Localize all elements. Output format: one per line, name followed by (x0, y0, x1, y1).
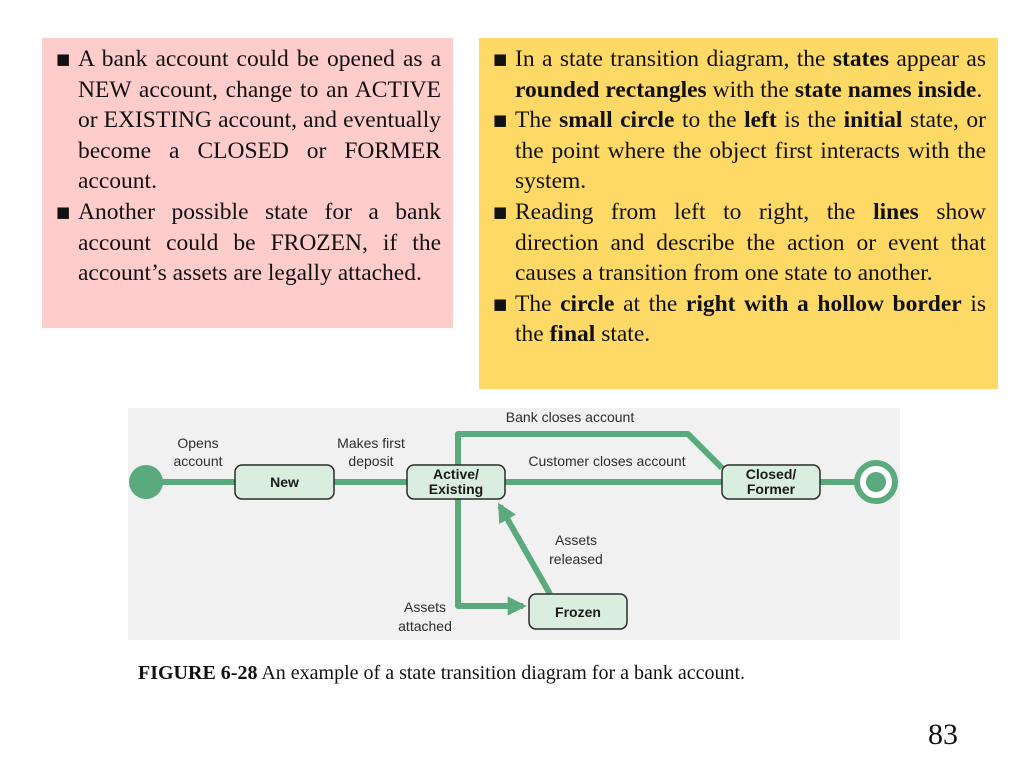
bold-text: states (832, 46, 889, 72)
bullet-item: ■ In a state transition diagram, the stat… (491, 44, 986, 105)
bullet-item: ■ Another possible state for a bank accou… (54, 197, 441, 289)
bullet-item: ■ The small circle to the left is the ini… (491, 105, 986, 197)
label-opens-account-line2: account (173, 453, 222, 469)
bold-text: state names inside (794, 76, 977, 103)
bold-text: small circle (559, 107, 675, 134)
state-active-label-line2: Existing (429, 481, 483, 497)
right-bullet-list: ■ In a state transition diagram, the stat… (491, 44, 986, 350)
connector-active-to-frozen (455, 499, 527, 616)
label-bank-closes-account: Bank closes account (506, 409, 635, 425)
state-active-label-line1: Active/ (433, 466, 479, 482)
text-run: at the (614, 290, 686, 317)
text-run: show direction and describe the action o… (515, 198, 986, 287)
state-frozen: Frozen (528, 593, 628, 630)
label-first-deposit-line2: deposit (348, 453, 393, 469)
figure-caption: FIGURE 6-28 An example of a state transi… (138, 660, 898, 686)
bullet-text: In a state transition diagram, the state… (515, 46, 986, 103)
initial-state-icon (129, 465, 163, 499)
state-closed-label-line2: Former (747, 481, 796, 497)
square-bullet-icon: ■ (56, 50, 71, 68)
state-active-existing: Active/ Existing (406, 464, 506, 500)
text-run: Reading from left to right, the (515, 198, 874, 225)
bullet-text: Another possible state for a bank accoun… (78, 199, 441, 286)
figure-caption-text: An example of a state transition diagram… (257, 662, 746, 684)
text-run: appear as (888, 46, 986, 72)
bullet-text: The circle at the right with a hollow bo… (515, 291, 986, 348)
state-new-label: New (270, 474, 299, 490)
text-run: is the (515, 290, 986, 348)
bold-text: right with a hollow border (685, 290, 962, 317)
label-first-deposit-line1: Makes first (337, 435, 405, 451)
bullet-item: ■ The circle at the right with a hollow b… (491, 289, 986, 350)
text-run: is the (776, 107, 844, 134)
state-transition-diagram: New Active/ Existing Closed/ Former Froz… (128, 408, 900, 640)
connector-bank-closes (455, 431, 725, 471)
figure-number: FIGURE 6-28 (138, 662, 258, 684)
label-customer-closes-account: Customer closes account (528, 453, 685, 469)
page-number: 83 (928, 718, 958, 751)
connector-frozen-to-active (497, 502, 553, 596)
left-note-box: ■ A bank account could be opened as a NEW… (42, 38, 453, 328)
label-opens-account-line1: Opens (177, 435, 218, 451)
state-closed-label-line1: Closed/ (746, 466, 797, 482)
state-closed-former: Closed/ Former (721, 464, 821, 500)
text-run: Another possible state for a bank accoun… (78, 198, 441, 287)
bold-text: lines (873, 198, 919, 225)
square-bullet-icon: ■ (493, 294, 508, 313)
label-assets-released-line2: released (549, 551, 603, 567)
diagram-canvas: New Active/ Existing Closed/ Former Froz… (128, 408, 900, 640)
bold-text: circle (560, 290, 615, 317)
left-bullet-list: ■ A bank account could be opened as a NEW… (54, 44, 441, 289)
square-bullet-icon: ■ (493, 50, 508, 68)
text-run: with the (706, 76, 795, 103)
label-assets-released-line1: Assets (555, 532, 597, 548)
final-state-core (866, 472, 886, 492)
bullet-item: ■ Reading from left to right, the lines s… (491, 197, 986, 289)
text-run: state, or the point where the object fir… (515, 107, 986, 195)
square-bullet-icon: ■ (493, 111, 508, 130)
label-assets-attached-line2: attached (398, 618, 452, 634)
bullet-text: Reading from left to right, the lines sh… (515, 199, 986, 286)
square-bullet-icon: ■ (56, 202, 71, 221)
label-assets-attached-line1: Assets (404, 599, 446, 615)
bullet-text: The small circle to the left is the init… (515, 107, 986, 194)
bold-text: rounded rectangles (515, 76, 707, 103)
text-run: The (515, 107, 560, 134)
text-run: The (515, 290, 561, 317)
bullet-text: A bank account could be opened as a NEW … (78, 46, 441, 194)
square-bullet-icon: ■ (493, 202, 508, 221)
bold-text: final (549, 321, 596, 348)
bullet-item: ■ A bank account could be opened as a NEW… (54, 44, 441, 197)
state-new: New (234, 464, 335, 500)
state-frozen-label: Frozen (555, 604, 601, 620)
bold-text: left (744, 107, 777, 134)
text-run: state. (595, 321, 651, 348)
right-note-box: ■ In a state transition diagram, the stat… (479, 38, 998, 389)
text-run: In a state transition diagram, the (515, 46, 833, 72)
bold-text: initial (843, 107, 903, 134)
text-run: to the (674, 107, 745, 134)
text-run: . (976, 76, 983, 103)
text-run: A bank account could be opened as a NEW … (78, 46, 441, 195)
